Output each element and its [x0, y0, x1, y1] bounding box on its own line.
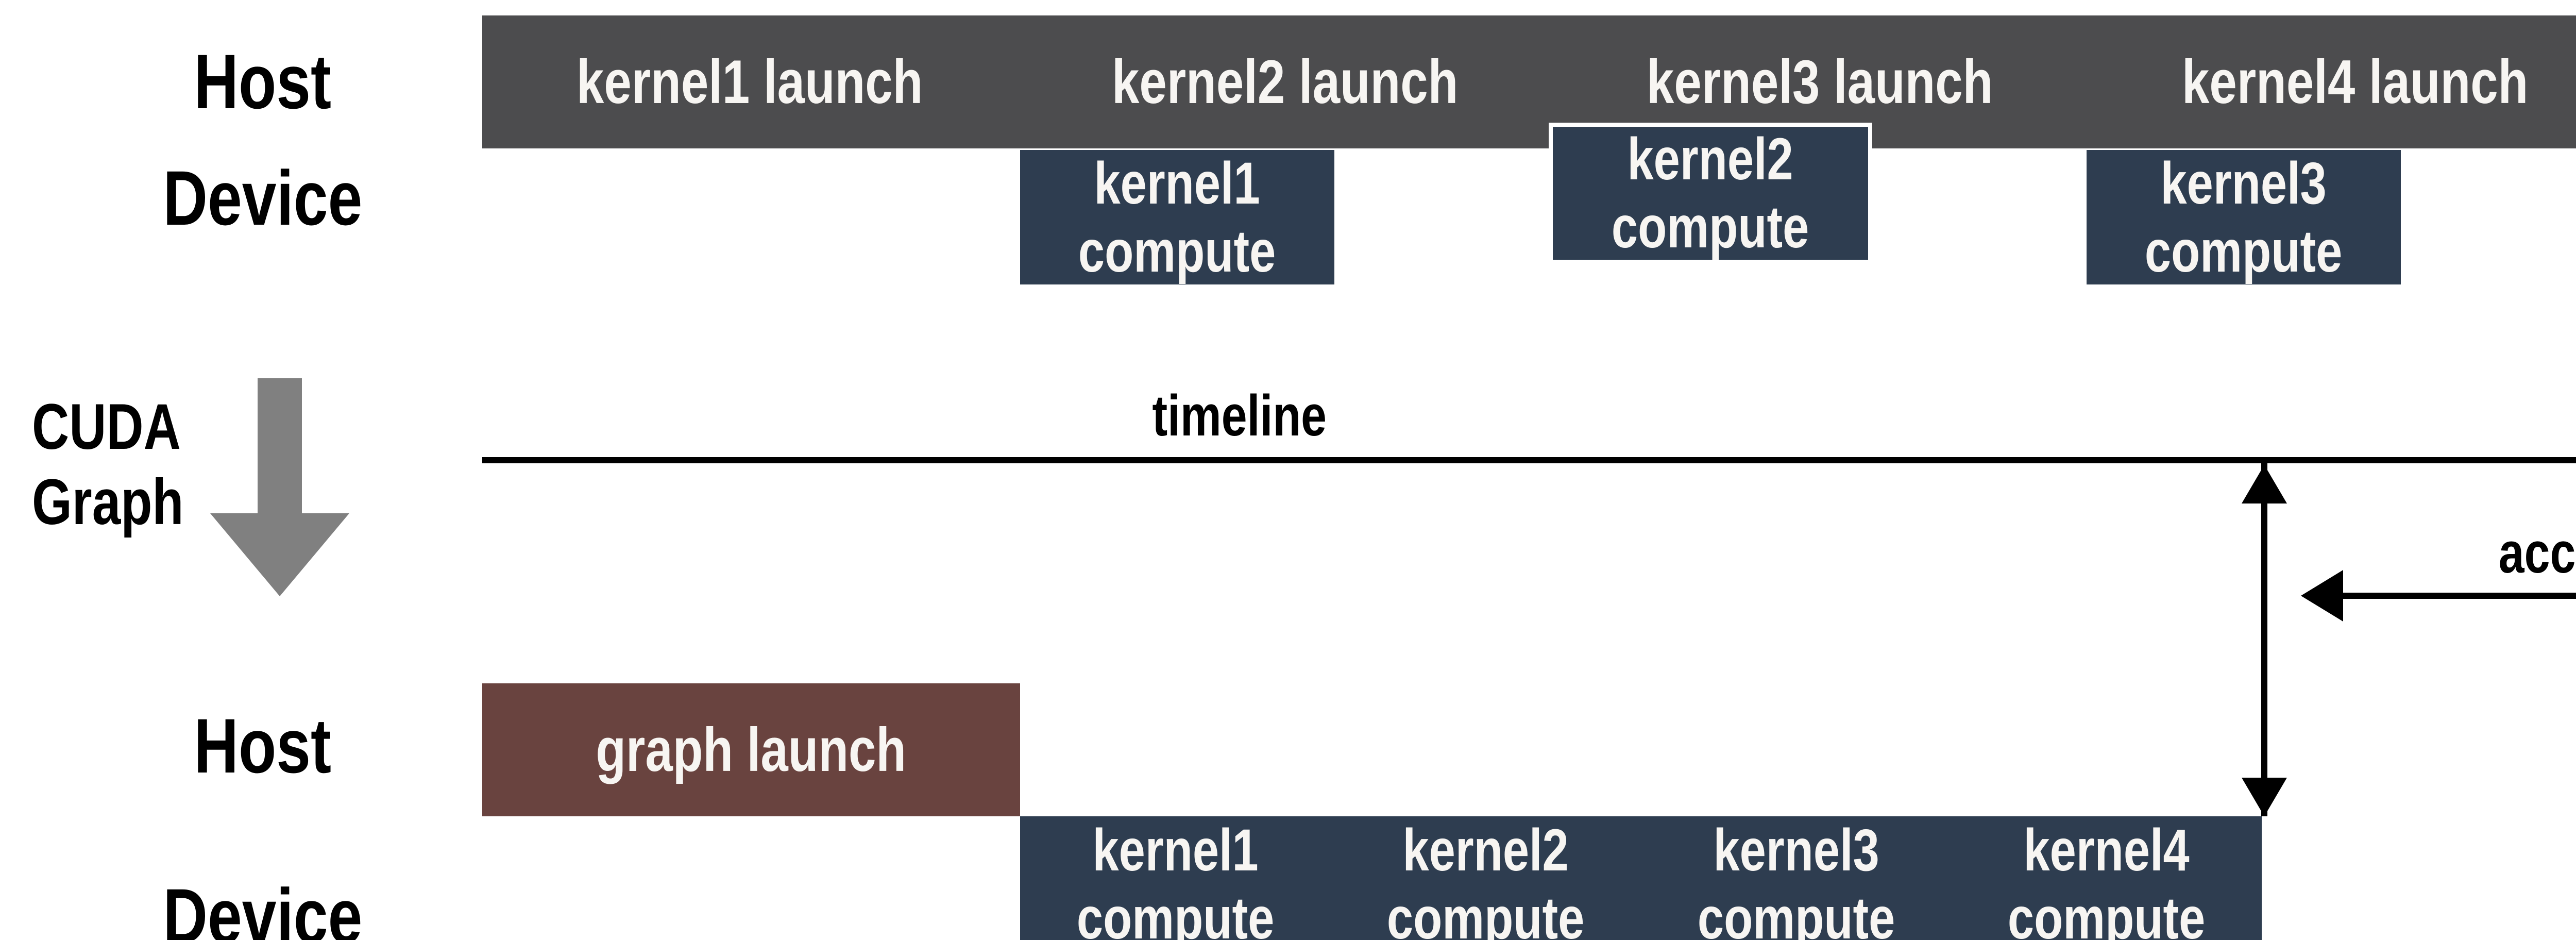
- top-compute-box-kernel2: kernel2 compute: [1553, 125, 1868, 261]
- graph-launch-box: graph launch: [482, 683, 1020, 816]
- time-marker-graph-end-up-arrowhead: [2242, 465, 2287, 503]
- bottom-compute-cell-kernel1: kernel1 compute: [1020, 816, 1331, 940]
- cuda-graph-label-line2: Graph: [32, 466, 184, 538]
- top-device-row-label-text: Device: [163, 155, 363, 241]
- transform-down-arrow-head-icon: [210, 513, 349, 596]
- kernel2-launch-label: kernel2 launch: [1111, 47, 1458, 116]
- cuda-graph-label: CUDA Graph: [32, 390, 183, 540]
- kernel3-compute-line1: kernel3: [2160, 150, 2327, 216]
- bottom-device-compute-bar: kernel1 compute kernel2 compute kernel3 …: [1020, 816, 2262, 940]
- bottom-compute-cell-kernel2: kernel2 compute: [1331, 816, 1641, 940]
- kernel3-compute-line2: compute: [2145, 218, 2343, 284]
- bottom-kernel2-line1: kernel2: [1402, 817, 1569, 883]
- bottom-kernel4-line2: compute: [2008, 885, 2206, 940]
- bottom-kernel3-line1: kernel3: [1713, 817, 1879, 883]
- cuda-graph-label-line1: CUDA: [32, 391, 181, 463]
- bottom-kernel1-line1: kernel1: [1092, 817, 1259, 883]
- launch-cell-kernel2: kernel2 launch: [1018, 15, 1553, 148]
- bottom-compute-label-kernel3: kernel3 compute: [1698, 816, 1895, 940]
- bottom-device-row-label-text: Device: [163, 872, 363, 940]
- kernel4-launch-label: kernel4 launch: [2181, 47, 2528, 116]
- bottom-device-row-label: Device: [57, 877, 469, 940]
- launch-cell-kernel1: kernel1 launch: [482, 15, 1018, 148]
- bottom-kernel3-line2: compute: [1697, 885, 1895, 940]
- accelerate-arrowhead-left-icon: [2301, 570, 2343, 622]
- bottom-compute-label-kernel2: kernel2 compute: [1387, 816, 1584, 940]
- timeline-label-text: timeline: [1152, 383, 1327, 448]
- launch-cell-kernel4: kernel4 launch: [2088, 15, 2576, 148]
- bottom-compute-label-kernel1: kernel1 compute: [1077, 816, 1274, 940]
- top-host-row-label: Host: [57, 43, 469, 120]
- accelerate-label: accelerate: [2457, 519, 2576, 586]
- top-host-launch-bar: kernel1 launch kernel2 launch kernel3 la…: [482, 15, 2576, 148]
- kernel2-compute-line1: kernel2: [1627, 126, 1794, 192]
- bottom-host-row-label-text: Host: [194, 702, 332, 789]
- top-compute-box-kernel3: kernel3 compute: [2087, 150, 2401, 284]
- kernel1-compute-line2: compute: [1078, 218, 1276, 284]
- timeline-label: timeline: [1085, 382, 1394, 449]
- top-compute-box-kernel1: kernel1 compute: [1020, 150, 1334, 284]
- kernel1-compute-line1: kernel1: [1094, 150, 1261, 216]
- bottom-compute-label-kernel4: kernel4 compute: [2008, 816, 2205, 940]
- kernel3-launch-label: kernel3 launch: [1647, 47, 1993, 116]
- launch-cell-kernel3: kernel3 launch: [1552, 15, 2088, 148]
- bottom-host-row-label: Host: [57, 707, 469, 784]
- top-compute-box-kernel3-text: kernel3 compute: [2145, 149, 2342, 286]
- top-compute-box-kernel1-text: kernel1 compute: [1078, 149, 1276, 286]
- bottom-kernel4-line1: kernel4: [2023, 817, 2190, 883]
- kernel2-compute-line2: compute: [1612, 194, 1809, 260]
- top-compute-box-kernel2-text: kernel2 compute: [1612, 125, 1809, 261]
- bottom-kernel2-line2: compute: [1387, 885, 1585, 940]
- bottom-compute-cell-kernel3: kernel3 compute: [1641, 816, 1952, 940]
- time-marker-graph-end-shaft: [2261, 463, 2267, 816]
- accelerate-double-arrow-icon: [2318, 593, 2576, 599]
- timeline-axis-line: [482, 457, 2576, 463]
- top-host-row-label-text: Host: [194, 38, 332, 125]
- transform-down-arrow-icon: [258, 378, 302, 513]
- time-marker-graph-end-down-arrowhead: [2242, 778, 2287, 816]
- graph-launch-label: graph launch: [596, 715, 907, 784]
- accelerate-label-text: accelerate: [2498, 521, 2576, 585]
- bottom-kernel1-line2: compute: [1076, 885, 1274, 940]
- bottom-compute-cell-kernel4: kernel4 compute: [1952, 816, 2262, 940]
- kernel1-launch-label: kernel1 launch: [577, 47, 923, 116]
- top-device-row-label: Device: [57, 159, 469, 237]
